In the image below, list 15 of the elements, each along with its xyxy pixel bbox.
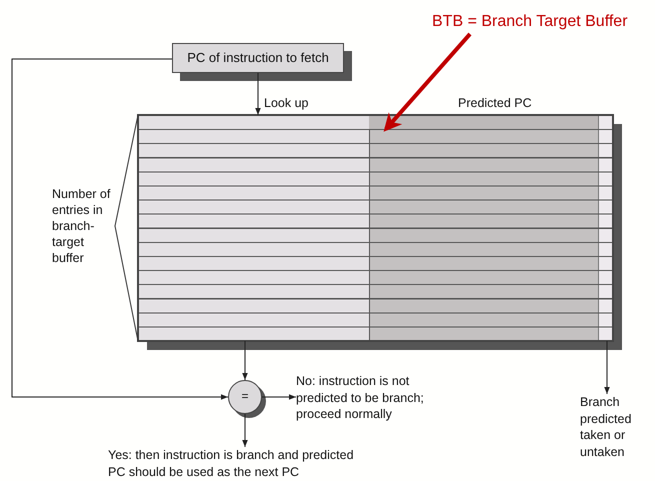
outcome-text: No: instruction is not predicted to be branch; proceed normally <box>296 373 426 425</box>
arrow <box>255 72 261 116</box>
table-entry <box>369 116 598 129</box>
outcome-text: Yes: then instruction is branch and predicted PC should be used as the next PC <box>108 447 358 481</box>
column-header: Predicted PC <box>458 95 533 111</box>
edge-label: Look up <box>264 95 308 111</box>
arrow <box>242 340 248 380</box>
leader-arrow <box>384 32 472 132</box>
arrow <box>12 58 228 400</box>
arrow <box>262 394 296 400</box>
arrow <box>242 414 248 448</box>
arrow <box>604 340 610 394</box>
output-text: Branch predicted taken or untaken <box>580 394 650 462</box>
callout-text: BTB = Branch Target Buffer <box>432 10 654 34</box>
bracket-label: Number of entries in branch-target buffer <box>52 186 112 266</box>
